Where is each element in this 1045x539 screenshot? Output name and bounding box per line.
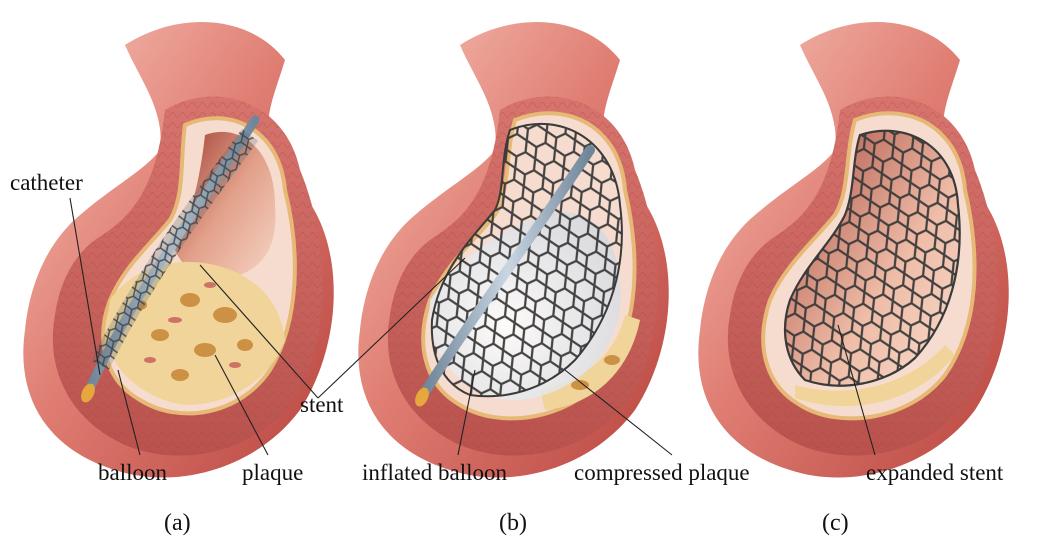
caption-a: (a) <box>164 510 191 536</box>
label-inflated-balloon: inflated balloon <box>362 460 507 485</box>
label-stent: stent <box>300 392 344 417</box>
caption-b: (b) <box>499 510 527 536</box>
label-plaque: plaque <box>242 460 303 485</box>
label-expanded-stent: expanded stent <box>866 460 1004 485</box>
panel-b <box>358 22 668 477</box>
caption-c: (c) <box>822 510 849 536</box>
label-balloon: balloon <box>98 460 167 485</box>
label-compressed-plaque: compressed plaque <box>574 460 750 485</box>
panel-a <box>20 22 334 477</box>
label-catheter: catheter <box>10 170 83 195</box>
panel-c <box>698 22 1008 477</box>
